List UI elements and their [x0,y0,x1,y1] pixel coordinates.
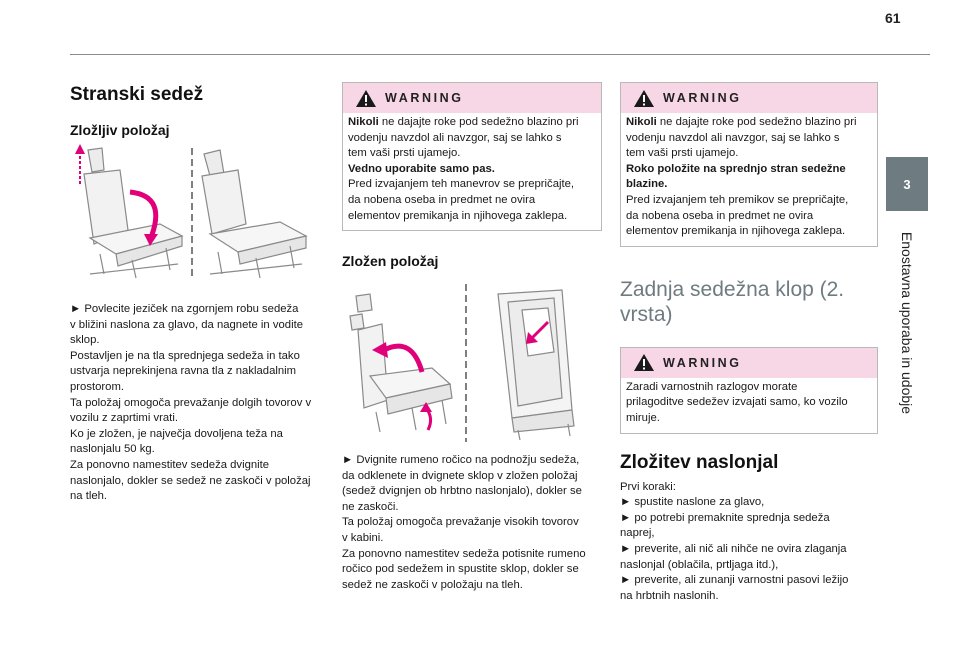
warning-emphasis: Roko položite na sprednjo stran sedežne [626,162,846,175]
warning-title: WARNING [663,91,742,105]
text-line: Prvi koraki: [620,480,676,493]
text-line: Za ponovno namestitev sedeža dvignite [70,458,270,471]
text-line: ► preverite, ali zunanji varnostni pasov… [620,574,849,587]
header-rule [70,54,930,55]
subsection-title: Zložen položaj [342,253,439,270]
warning-box: WARNING Nikoli ne dajajte roke pod sedež… [342,82,602,232]
warning-emphasis: Nikoli [348,116,379,128]
lift-arrowhead [372,342,388,358]
seat-raised-drawing [497,289,575,441]
text-line: ► Dvignite rumeno ročico na podnožju sed… [342,454,580,466]
text-line: v kabini. [342,531,384,544]
chapter-label: Enostavna uporaba in udobje [899,231,915,415]
warning-box: WARNING Nikoli ne dajajte roke pod sedež… [620,82,878,247]
text-line: Ta položaj omogoča prevažanje visokih to… [342,516,579,529]
column-left: Stranski sedež Zložljiv položaj [70,80,325,138]
text-line: sklop. [70,334,100,347]
warning-header: WARNING [343,83,601,113]
warning-title: WARNING [663,355,742,370]
warning-body: Nikoli ne dajajte roke pod sedežno blazi… [343,113,601,230]
text-line: sedež ne zaskoči v položaju na tleh. [342,578,523,591]
subsection-title: Zložljiv položaj [70,122,170,138]
section-heading: Zadnja sedežna klop (2. vrsta) [620,277,878,327]
warning-emphasis: Nikoli [626,116,657,128]
text-line: naprej, [620,527,655,540]
chapter-number: 3 [903,176,911,192]
lever-arrowhead [420,402,432,412]
section-title-line: vrsta) [620,302,673,326]
warning-header: WARNING [621,347,877,378]
warning-text: elementov premikanja in njihovega zaklep… [626,225,846,238]
text-line: ► spustite naslone za glavo, [620,496,765,509]
warning-title: WARNING [385,91,464,105]
folded-seat-illustration [349,284,575,442]
text-line: ► Povlecite jeziček na zgornjem robu sed… [70,303,299,315]
middle-body-text: ► Dvignite rumeno ročico na podnožju sed… [342,453,602,593]
warning-emphasis: blazine. [626,178,668,191]
column-middle: WARNING Nikoli ne dajajte roke pod sedež… [342,82,602,269]
lift-arrow [382,343,425,373]
seat-upright-drawing [83,147,184,279]
warning-text: miruje. [626,411,660,424]
text-line: (sedež dvignjen ob hrbtno naslonjalo), d… [342,485,582,498]
warning-body: Zaradi varnostnih razlogov morate prilag… [621,378,877,433]
text-line: ne zaskoči. [342,500,399,513]
fold-arrowhead [144,234,158,246]
warning-triangle-icon [634,89,654,107]
text-line: na tleh. [70,490,108,503]
warning-text: Zaradi varnostnih razlogov morate [626,380,798,393]
warning-header: WARNING [621,83,877,113]
text-line: da odklenete in dvignete sklop v zložen … [342,469,578,482]
warning-text: tem vaši prsti ujamejo. [626,147,739,160]
chapter-tab[interactable]: 3 [886,157,928,211]
warning-triangle-icon [634,354,654,372]
text-line: v bližini naslona za glavo, da nagnete i… [70,318,303,331]
warning-text: Pred izvajanjem teh manevrov se prepriča… [348,178,575,191]
text-line: naslonjalu 50 kg. [70,443,155,456]
pull-tab-arrowhead [75,144,85,154]
seat-lever-drawing [349,293,453,433]
warning-text: vodenju navzdol ali navzgor, saj se lahk… [626,131,840,144]
seat-folded-drawing [201,149,308,279]
raise-arrow [530,320,550,340]
warning-text: tem vaši prsti ujamejo. [348,147,461,160]
page-number: 61 [885,10,901,26]
text-line: ročico pod sedežem in spustite sklop, do… [342,563,579,576]
warning-text: prilagoditve sedežev izvajati samo, ko v… [626,396,848,409]
fold-arrow [129,189,159,241]
section-title: Stranski sedež [70,84,204,105]
text-line: Postavljen je na tla sprednjega sedeža i… [70,349,300,362]
warning-triangle-icon [356,89,376,107]
raise-arrowhead [526,332,538,344]
warning-text: ne dajajte roke pod sedežno blazino pri [378,116,579,128]
text-line: Ko je zložen, je največja dovoljena teža… [70,427,283,440]
text-line: Za ponovno namestitev sedeža potisnite r… [342,547,586,560]
text-line: ustvarja neprekinjena ravna tla z naklad… [70,365,297,378]
right-body-text: Prvi koraki: ► spustite naslone za glavo… [620,480,878,605]
warning-text: vodenju navzdol ali navzgor, saj se lahk… [348,131,562,144]
warning-text: da nobena oseba in predmet ne ovira [348,193,536,206]
warning-text: Pred izvajanjem teh premikov se prepriča… [626,193,849,206]
warning-box: WARNING Zaradi varnostnih razlogov morat… [620,346,878,434]
left-body-text: ► Povlecite jeziček na zgornjem robu sed… [70,302,325,505]
text-line: Ta položaj omogoča prevažanje dolgih tov… [70,396,312,409]
text-line: naslonjalo, dokler se sedež ne zaskoči v… [70,474,311,487]
text-line: prostorom. [70,380,124,393]
warning-text: da nobena oseba in predmet ne ovira [626,209,814,222]
warning-text: elementov premikanja in njihovega zaklep… [348,209,568,222]
folding-seat-illustration [75,144,308,280]
warning-body: Nikoli ne dajajte roke pod sedežno blazi… [621,113,877,246]
chapter-label-container: Enostavna uporaba in udobje [888,215,926,435]
text-line: naslonjal (oblačila, prtljaga itd.), [620,558,779,571]
text-line: na hrbtnih naslonih. [620,589,719,602]
text-line: ► preverite, ali nič ali nihče ne ovira … [620,542,847,555]
section-title-line: Zadnja sedežna klop (2. [620,277,845,301]
text-line: vozilu z zaprtimi vrati. [70,412,178,425]
column-right: WARNING Nikoli ne dajajte roke pod sedež… [620,82,878,604]
text-line: ► po potrebi premaknite sprednja sedeža [620,511,830,524]
warning-text: ne dajajte roke pod sedežno blazino pri [656,116,857,128]
warning-emphasis: Vedno uporabite samo pas. [348,162,495,175]
section-title: Zložitev naslonjal [620,451,779,473]
